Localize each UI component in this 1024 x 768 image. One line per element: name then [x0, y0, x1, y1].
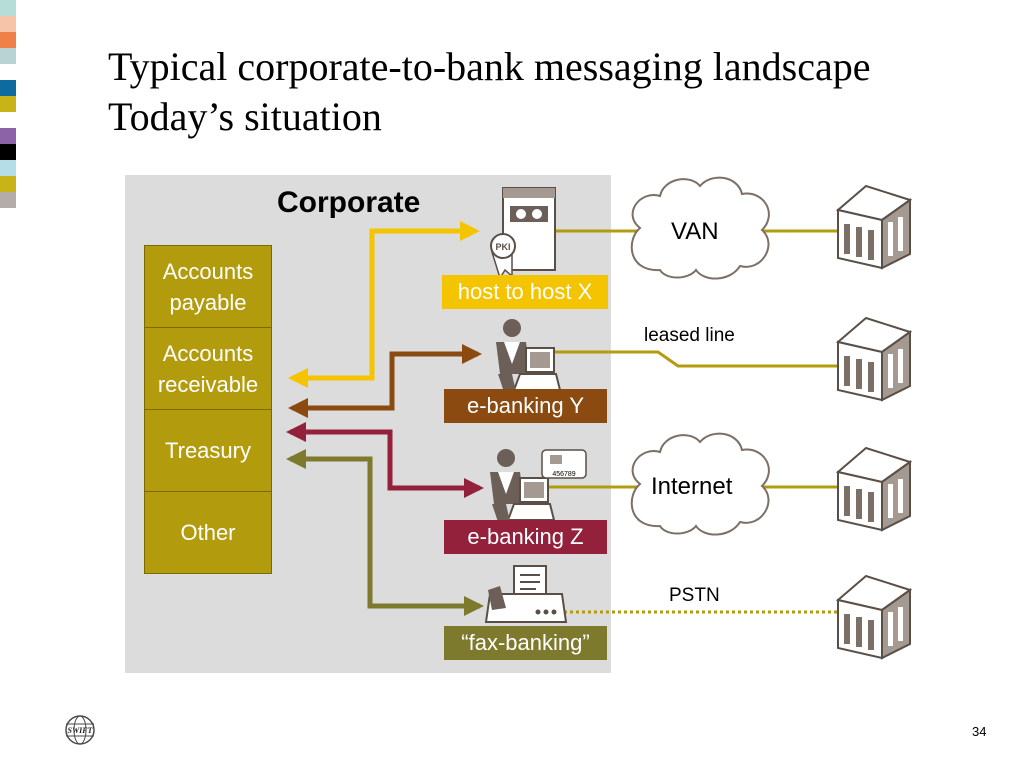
- bank-building-icon: [837, 447, 911, 531]
- color-swatch: [0, 16, 16, 32]
- title-line-2: Today’s situation: [108, 94, 382, 139]
- color-swatch-strip: [0, 0, 16, 208]
- department-column: Accounts payable Accounts receivable Tre…: [144, 245, 272, 574]
- department-treasury: Treasury: [145, 410, 271, 492]
- color-swatch: [0, 176, 16, 192]
- department-accounts-payable: Accounts payable: [145, 246, 271, 328]
- color-swatch: [0, 80, 16, 96]
- corporate-label: Corporate: [277, 186, 421, 219]
- color-swatch: [0, 192, 16, 208]
- arrow-ebanking-y: [288, 344, 482, 418]
- color-swatch: [0, 144, 16, 160]
- slide-title: Typical corporate-to-bank messaging land…: [108, 42, 870, 142]
- bank-building-icon: [837, 575, 911, 659]
- cloud-icon: [630, 176, 770, 280]
- arrow-fax-banking: [286, 449, 484, 616]
- color-swatch: [0, 112, 16, 128]
- server-icon: [490, 187, 556, 280]
- page-number: 34: [972, 724, 987, 739]
- color-swatch: [0, 128, 16, 144]
- security-token-icon: [541, 449, 587, 479]
- user-at-computer-icon: [495, 318, 561, 393]
- pki-badge: PKI: [495, 242, 510, 252]
- cloud-icon: [630, 432, 770, 536]
- color-swatch: [0, 32, 16, 48]
- channel-ebanking-z: e-banking Z: [444, 520, 607, 554]
- department-other: Other: [145, 492, 271, 573]
- bank-building-icon: [837, 317, 911, 401]
- network-leased-line-label: leased line: [644, 325, 735, 346]
- channel-host-to-host: host to host X: [442, 275, 608, 309]
- link-leased-line: [548, 350, 840, 368]
- channel-fax-banking: “fax-banking”: [444, 626, 607, 660]
- network-van-label: VAN: [671, 218, 719, 245]
- color-swatch: [0, 64, 16, 80]
- bank-building-icon: [837, 185, 911, 269]
- color-swatch: [0, 96, 16, 112]
- color-swatch: [0, 160, 16, 176]
- department-accounts-receivable: Accounts receivable: [145, 328, 271, 410]
- token-code: 456789: [552, 471, 575, 478]
- network-internet-label: Internet: [651, 473, 733, 500]
- swift-logo-text: SWIFT: [68, 726, 94, 735]
- swift-globe-icon: [65, 715, 95, 745]
- title-line-1: Typical corporate-to-bank messaging land…: [108, 44, 871, 89]
- channel-ebanking-y: e-banking Y: [444, 389, 607, 423]
- fax-machine-icon: [484, 565, 568, 623]
- color-swatch: [0, 48, 16, 64]
- color-swatch: [0, 0, 16, 16]
- network-pstn-label: PSTN: [669, 585, 720, 606]
